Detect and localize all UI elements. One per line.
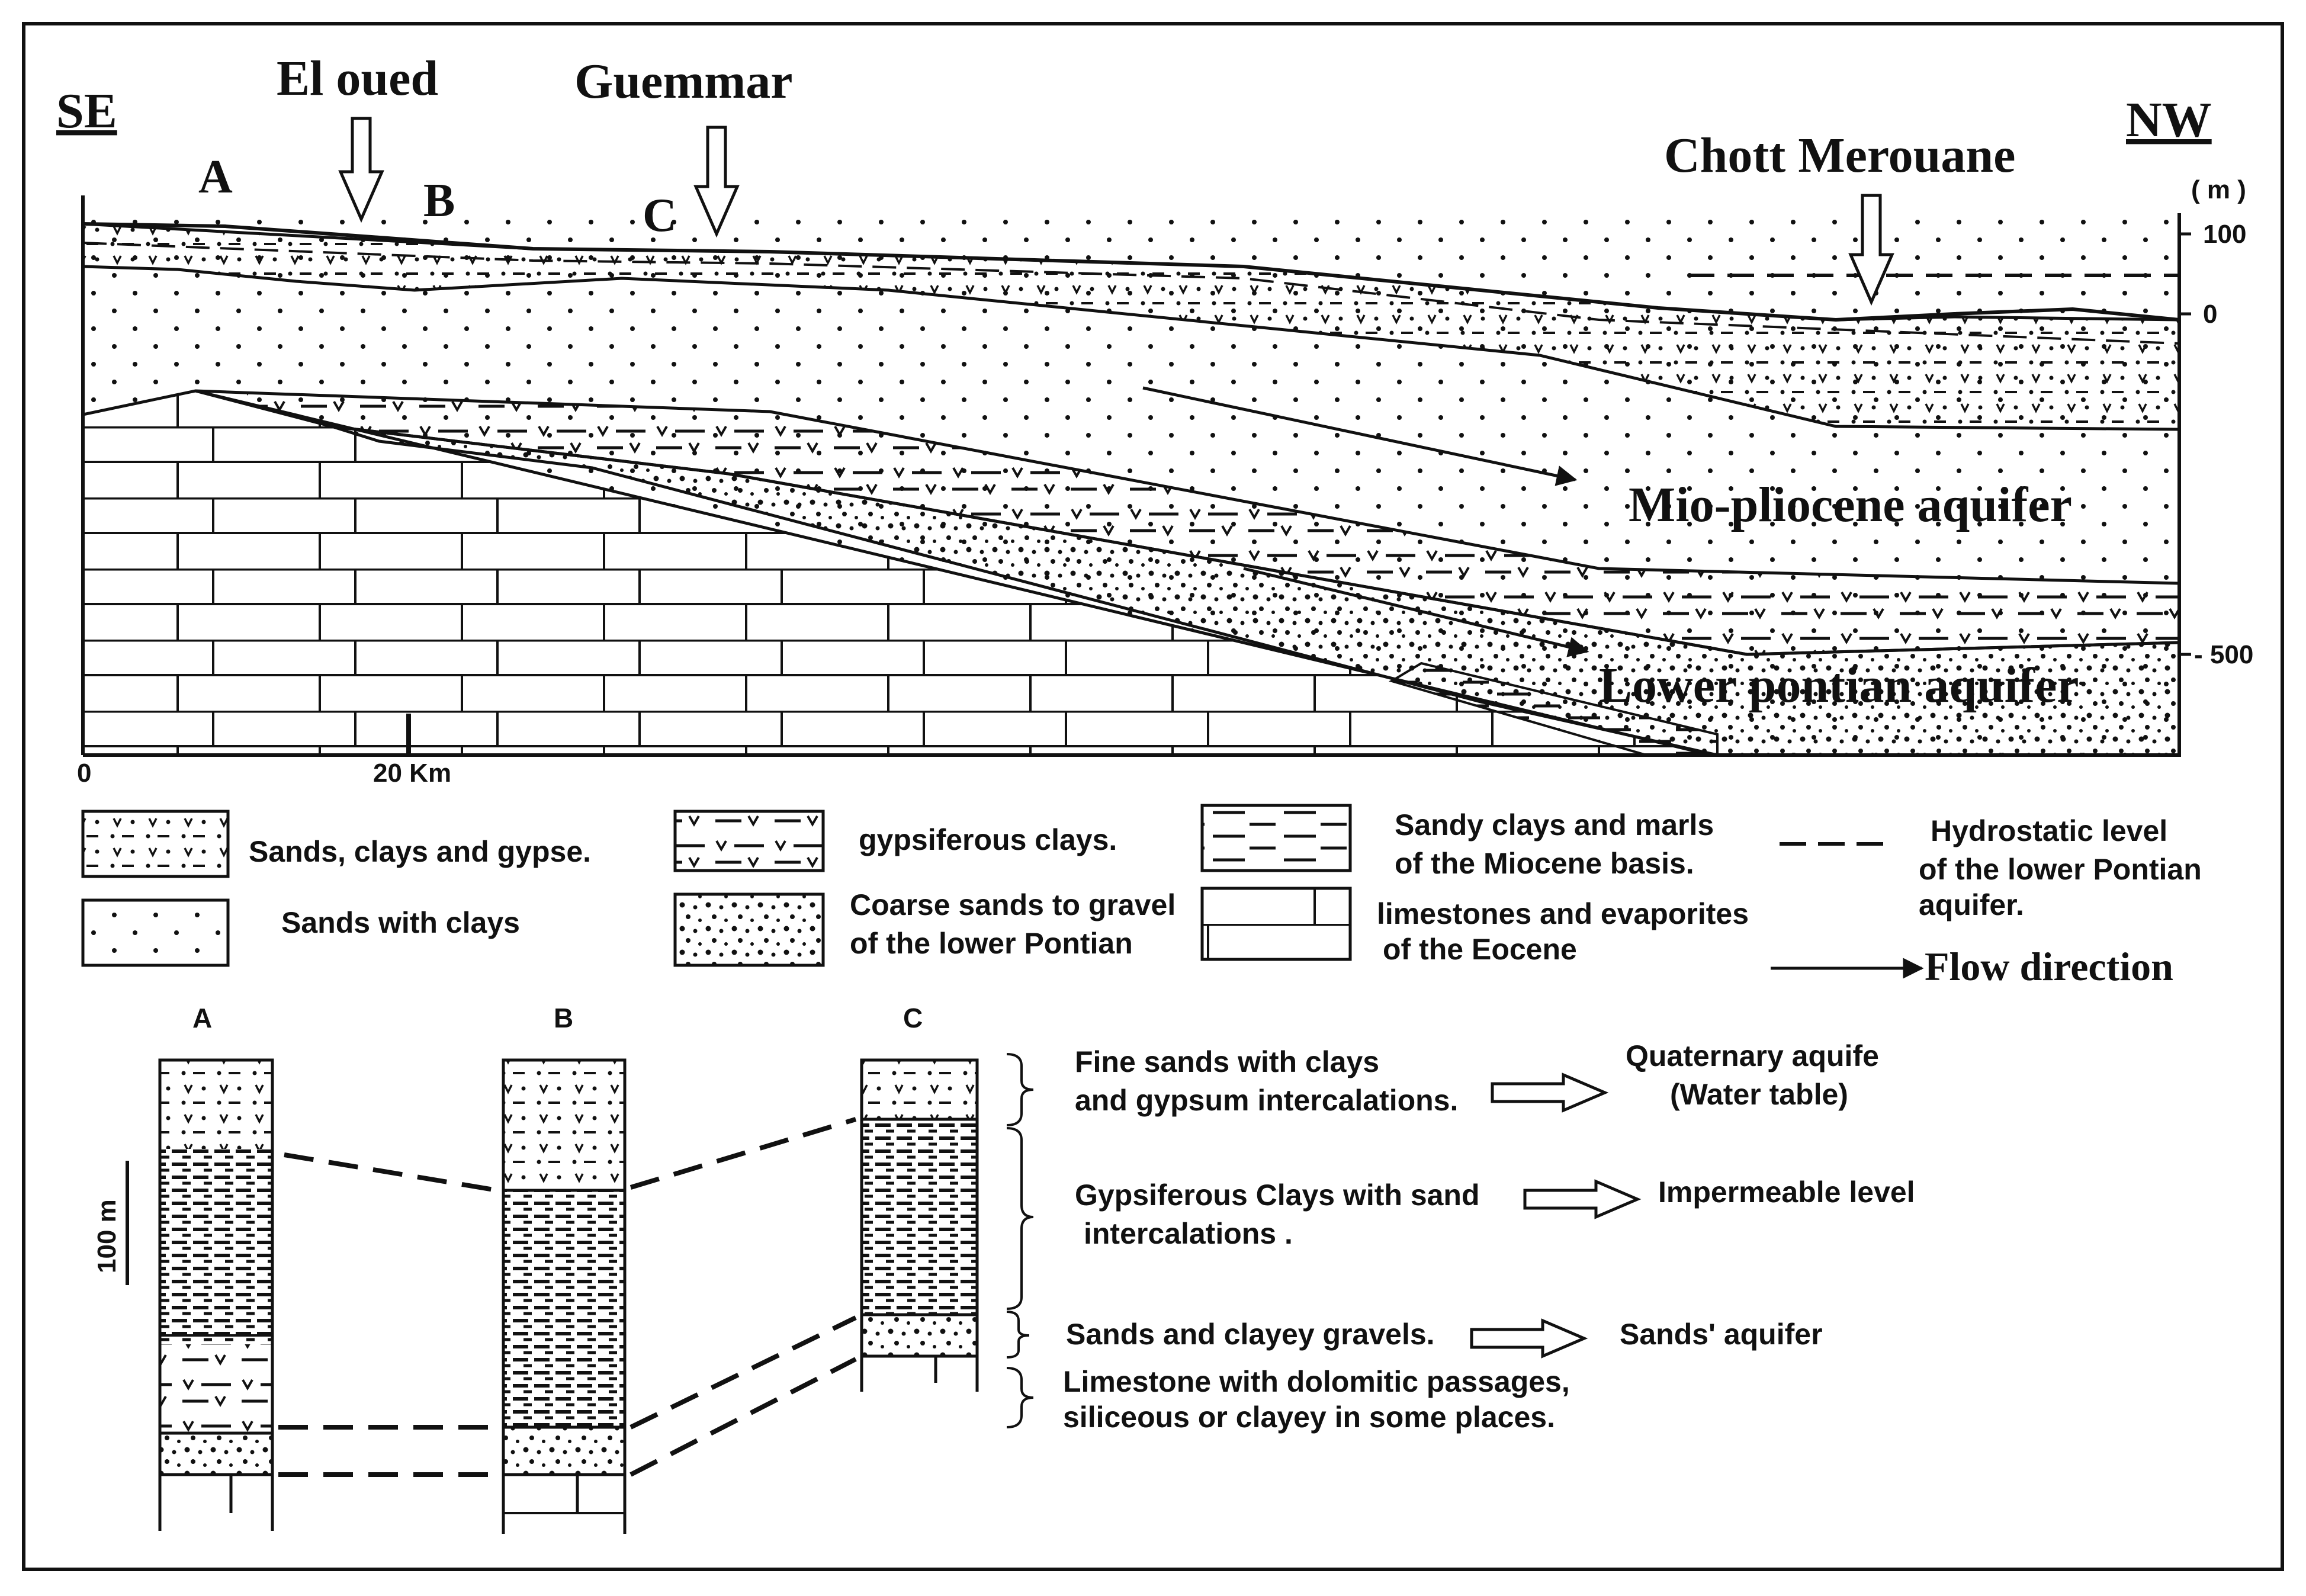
result-arrow-2-icon [1523, 1179, 1642, 1219]
topographic-surface [82, 222, 2180, 322]
legend-sands-clays-gypse: Sands, clays and gypse. [249, 835, 591, 868]
column-c [860, 1058, 979, 1392]
legend: Sands, clays and gypse. Sands with clays… [81, 804, 2202, 989]
column-desc-2-line-1: Gypsiferous Clays with sand [1075, 1178, 1480, 1212]
legend-limestone-line-2: of the Eocene [1383, 933, 1577, 966]
legend-flow-direction: Flow direction [1925, 944, 2173, 989]
result-arrow-3-icon [1470, 1318, 1588, 1359]
lithologic-columns: A B C [92, 1003, 1915, 1534]
column-desc-2-line-2: intercalations . [1084, 1217, 1293, 1250]
cross-section: SE NW El oued Guemmar Chott Merouane A B… [56, 51, 2253, 788]
section-point-c: C [643, 190, 677, 242]
direction-nw: NW [2126, 92, 2212, 147]
column-b [502, 1058, 627, 1534]
flow-arrow-lower [1243, 567, 1589, 657]
column-a [158, 1058, 274, 1531]
guemmar-arrow-icon [693, 126, 740, 238]
column-braces [1006, 1053, 1034, 1428]
scale-zero: 0 [77, 759, 91, 788]
section-point-a: A [198, 151, 233, 203]
legend-coarse-line-1: Coarse sands to gravel [850, 888, 1176, 921]
column-label-b: B [554, 1003, 573, 1033]
legend-hydro-line-1: Hydrostatic level [1931, 814, 2167, 847]
legend-swatch-gypsiferous-clays [673, 810, 825, 872]
flow-arrow-upper [1142, 386, 1578, 486]
elevation-unit: ( m ) [2191, 175, 2246, 204]
column-desc-1-line-2: and gypsum intercalations. [1075, 1084, 1458, 1117]
column-scale-label: 100 m [92, 1199, 121, 1273]
figure-frame [22, 22, 2284, 1571]
lower-pontian-sands-unit [331, 425, 2179, 755]
legend-sands-with-clays: Sands with clays [281, 906, 520, 939]
legend-swatch-coarse-sands [673, 892, 825, 967]
legend-sandy-line-2: of the Miocene basis. [1395, 847, 1694, 880]
place-chott-merouane: Chott Merouane [1664, 128, 2015, 183]
result-1-line-2: (Water table) [1670, 1078, 1848, 1111]
legend-gypsiferous-clays: gypsiferous clays. [859, 823, 1117, 856]
mio-pliocene-aquifer-label: Mio-pliocene aquifer [1629, 477, 2072, 532]
lower-pontian-aquifer-label: Lower pontian aquifer [1599, 658, 2079, 713]
column-desc-3: Sands and clayey gravels. [1066, 1318, 1435, 1351]
elevation-0: 0 [2203, 300, 2217, 329]
result-2: Impermeable level [1658, 1176, 1915, 1209]
legend-swatch-sands-clays-gypse [81, 810, 230, 878]
section-point-b: B [423, 175, 455, 227]
scale-20-km: 20 Km [373, 759, 451, 788]
direction-se: SE [56, 84, 117, 139]
column-label-c: C [903, 1003, 923, 1033]
column-desc-4-line-2: siliceous or clayey in some places. [1063, 1401, 1555, 1434]
result-arrow-1-icon [1491, 1072, 1609, 1113]
legend-swatch-limestone [1200, 887, 1352, 961]
place-guemmar: Guemmar [574, 54, 793, 109]
column-desc-4-line-1: Limestone with dolomitic passages, [1063, 1365, 1570, 1398]
elevation-100: 100 [2203, 220, 2246, 249]
legend-sandy-line-1: Sandy clays and marls [1395, 808, 1714, 842]
eocene-limestone-unit [83, 389, 1712, 755]
column-label-a: A [192, 1003, 212, 1033]
legend-swatch-sandy-clays [1200, 804, 1352, 872]
el-oued-arrow-icon [338, 117, 384, 223]
legend-coarse-line-2: of the lower Pontian [850, 927, 1133, 960]
correlation-lines [278, 1117, 857, 1477]
legend-swatch-sands-with-clays [81, 898, 230, 967]
elevation-minus-500: - 500 [2194, 640, 2253, 669]
legend-limestone-line-1: limestones and evaporites [1377, 897, 1749, 930]
result-1-line-1: Quaternary aquife [1626, 1039, 1879, 1072]
column-desc-1-line-1: Fine sands with clays [1075, 1045, 1379, 1078]
result-3: Sands' aquifer [1620, 1318, 1823, 1351]
place-el-oued: El oued [277, 51, 438, 106]
chott-arrow-icon [1848, 194, 1894, 306]
miocene-marls-strip [1389, 661, 1719, 755]
legend-hydro-line-2: of the lower Pontian [1919, 853, 2202, 886]
legend-hydro-line-3: aquifer. [1919, 888, 2024, 921]
